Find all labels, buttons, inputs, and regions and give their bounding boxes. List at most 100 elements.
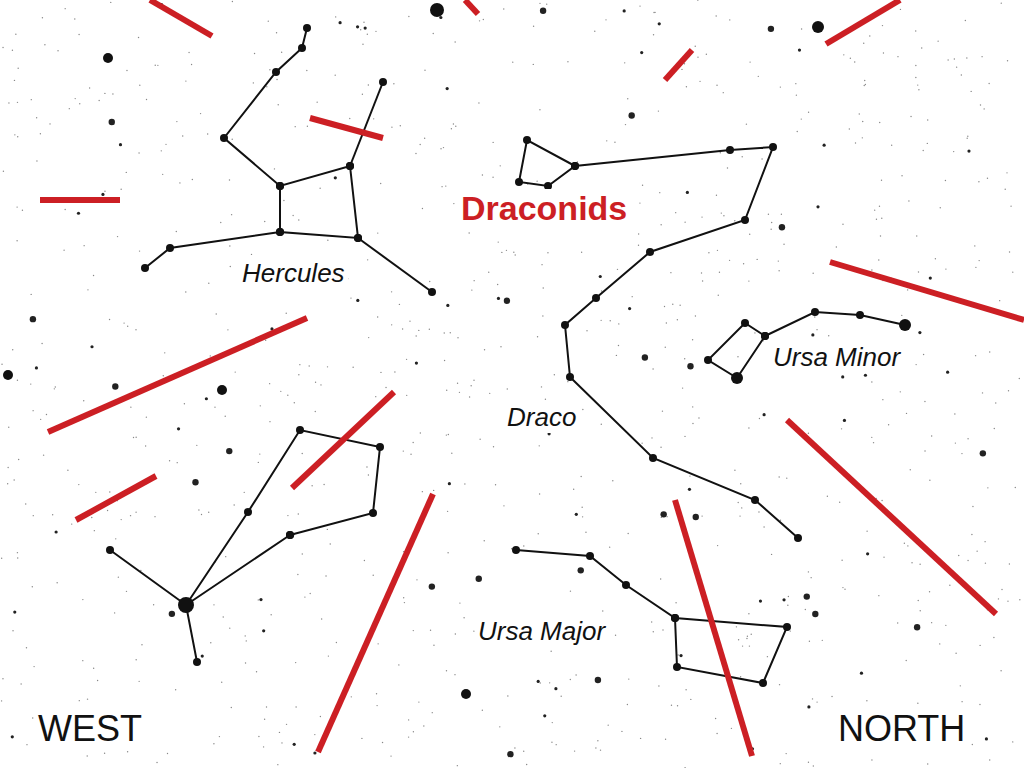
- background-star: [610, 320, 611, 321]
- background-star: [609, 546, 610, 547]
- background-star: [231, 707, 232, 708]
- meteor-streak: [48, 318, 307, 432]
- background-star: [327, 366, 328, 367]
- background-star: [816, 205, 819, 208]
- background-star: [416, 579, 417, 580]
- background-star: [1019, 378, 1020, 379]
- star: [244, 508, 252, 516]
- background-star: [196, 445, 197, 446]
- background-star: [881, 180, 882, 181]
- background-star: [881, 500, 882, 501]
- background-star: [309, 593, 310, 594]
- background-star: [109, 491, 110, 492]
- background-star: [860, 672, 863, 675]
- background-star: [621, 731, 622, 732]
- constellation-name: Ursa Major: [475, 617, 608, 647]
- star: [286, 531, 294, 539]
- background-star: [52, 514, 53, 515]
- background-star: [679, 305, 680, 306]
- background-star: [17, 68, 18, 69]
- background-star: [287, 395, 288, 396]
- background-star: [266, 706, 267, 707]
- background-star: [219, 736, 220, 737]
- background-star: [653, 34, 654, 35]
- background-star: [966, 57, 967, 58]
- background-star: [778, 270, 779, 271]
- background-star: [615, 635, 616, 636]
- background-star: [145, 445, 146, 446]
- background-star: [276, 32, 277, 33]
- background-star: [259, 598, 262, 601]
- background-star: [33, 515, 34, 516]
- background-star: [597, 740, 598, 741]
- background-star: [163, 375, 164, 376]
- background-star: [698, 417, 699, 418]
- background-star: [375, 396, 376, 397]
- background-star: [684, 221, 685, 222]
- background-star: [377, 232, 378, 233]
- background-star: [221, 681, 222, 682]
- background-star: [139, 85, 140, 86]
- background-star: [229, 627, 230, 628]
- background-star: [876, 218, 877, 219]
- background-star: [375, 31, 376, 32]
- background-star: [882, 25, 883, 26]
- background-star: [805, 609, 806, 610]
- background-star: [664, 306, 665, 307]
- background-star: [740, 483, 741, 484]
- background-star: [89, 87, 90, 88]
- background-star: [16, 240, 17, 241]
- background-star: [874, 209, 875, 210]
- background-star: [684, 358, 685, 359]
- background-star: [14, 134, 15, 135]
- background-star: [11, 735, 14, 738]
- background-star: [989, 759, 990, 760]
- background-star: [742, 156, 743, 157]
- background-star: [662, 629, 663, 630]
- background-star: [213, 604, 214, 605]
- background-star: [749, 645, 750, 646]
- background-star: [335, 16, 336, 17]
- background-star: [570, 590, 571, 591]
- star: [741, 319, 749, 327]
- background-star: [360, 29, 361, 30]
- star: [899, 319, 911, 331]
- background-star: [307, 125, 308, 126]
- background-star: [808, 762, 809, 763]
- background-star: [327, 240, 328, 241]
- background-star: [859, 113, 860, 114]
- background-star: [245, 635, 246, 636]
- star: [571, 162, 579, 170]
- background-star: [842, 587, 843, 588]
- background-star: [841, 375, 844, 378]
- star: [296, 426, 304, 434]
- background-star: [245, 662, 246, 663]
- background-star: [940, 207, 941, 208]
- background-star: [292, 215, 293, 216]
- shower-name: Draconids: [458, 189, 630, 228]
- background-star: [16, 206, 17, 207]
- background-star: [448, 482, 451, 485]
- background-star: [758, 76, 759, 77]
- background-star: [175, 689, 176, 690]
- background-star: [627, 704, 628, 705]
- background-star: [879, 206, 880, 207]
- background-star: [642, 354, 648, 360]
- background-star: [380, 183, 381, 184]
- background-star: [482, 710, 483, 711]
- background-star: [376, 693, 377, 694]
- background-star: [974, 245, 975, 246]
- background-star: [749, 61, 750, 62]
- background-star: [594, 31, 595, 32]
- background-star: [135, 511, 136, 512]
- background-star: [356, 25, 359, 28]
- background-star: [652, 368, 653, 369]
- background-star: [788, 596, 789, 597]
- star: [298, 44, 306, 52]
- background-star: [403, 450, 404, 451]
- background-star: [954, 58, 955, 59]
- background-star: [104, 190, 105, 191]
- background-star: [929, 480, 930, 481]
- background-star: [501, 252, 502, 253]
- background-star: [716, 194, 717, 195]
